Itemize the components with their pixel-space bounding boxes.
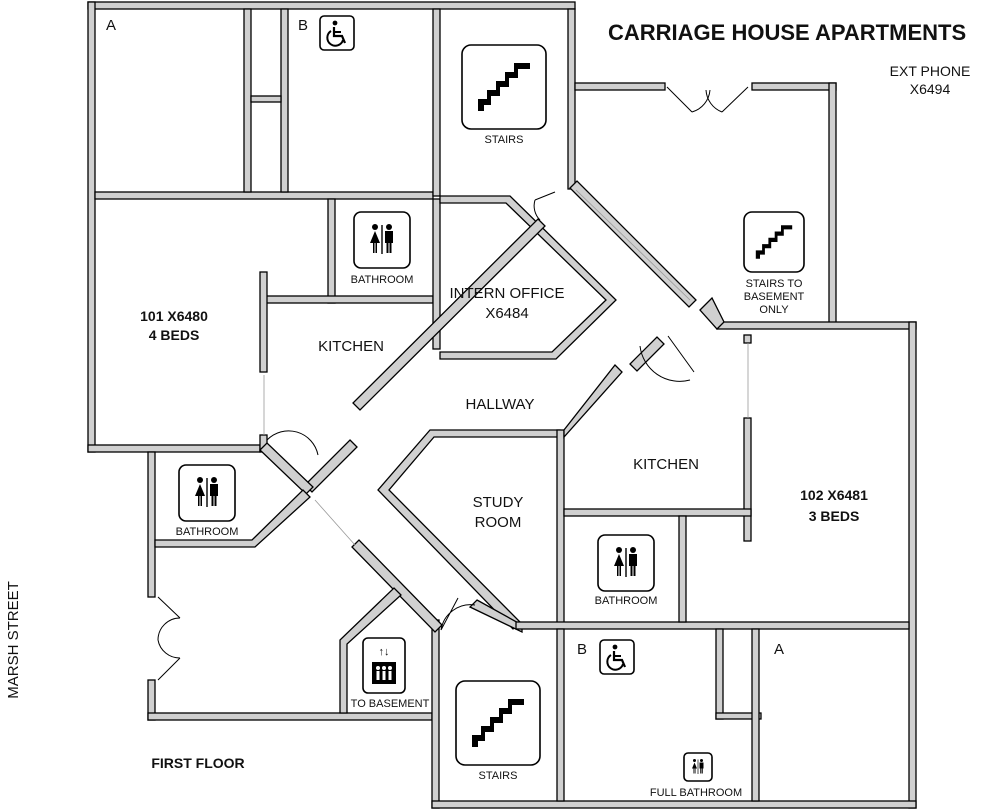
room-b-top-label: B [298,17,308,34]
elevator-label: TO BASEMENT [351,698,430,710]
room-a-top-label: A [106,17,116,34]
stairs-basement-label-1: STAIRS TO [746,278,803,290]
doors [157,86,749,681]
bathroom-right-label: BATHROOM [595,595,658,607]
stairs-basement-label-2: BASEMENT [744,291,805,303]
restroom-icon [683,752,713,782]
stairs-basement-label-3: ONLY [759,304,789,316]
kitchen-left-label: KITCHEN [318,338,384,355]
hallway-label: HALLWAY [466,396,535,413]
stairs-icon [743,211,805,273]
stairs-bottom-label: STAIRS [479,770,518,782]
ext-phone-label: EXT PHONE [890,63,971,79]
restroom-icon [597,534,655,592]
stairs-icon [461,44,547,130]
kitchen-right-label: KITCHEN [633,456,699,473]
unit-102-label: 102 X6481 [800,487,868,503]
wheelchair-icon [319,15,355,51]
stairs-top-label: STAIRS [485,134,524,146]
room-a-bottom-label: A [774,641,784,658]
floor-label: FIRST FLOOR [151,755,244,771]
restroom-icon [353,211,411,269]
study-room-label: STUDY [473,494,524,511]
wheelchair-icon [599,639,635,675]
page-title: CARRIAGE HOUSE APARTMENTS [608,20,966,45]
room-b-bottom-label: B [577,641,587,658]
bathroom-left-label: BATHROOM [176,526,239,538]
unit-101-beds: 4 BEDS [149,327,200,343]
unit-101-label: 101 X6480 [140,308,208,324]
street-label: MARSH STREET [5,581,22,699]
unit-102-beds: 3 BEDS [809,508,860,524]
intern-office-ext: X6484 [485,305,528,322]
bathroom-top-label: BATHROOM [351,274,414,286]
intern-office-label: INTERN OFFICE [450,285,565,302]
study-room-label-2: ROOM [475,514,522,531]
stairs-icon [455,680,541,766]
elevator-arrows: ↑↓ [379,646,390,658]
walls [87,1,917,809]
restroom-icon [178,464,236,522]
elevator-icon: ↑↓ [362,637,406,694]
ext-phone-number: X6494 [910,81,951,97]
full-bathroom-label: FULL BATHROOM [650,787,742,799]
